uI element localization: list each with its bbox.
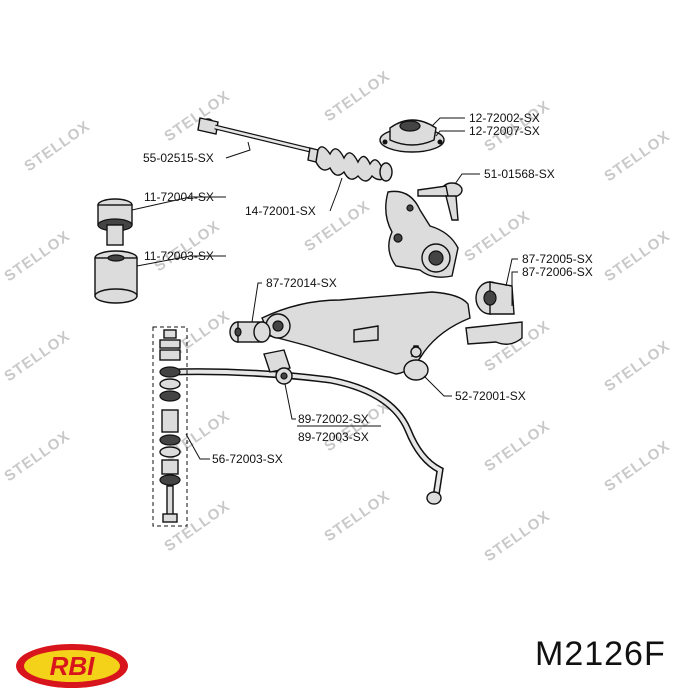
watermark-text: STELLOX [151, 218, 223, 276]
label-87-72014: 87-72014-SX [266, 276, 337, 290]
label-87-72006: 87-72006-SX [522, 265, 593, 279]
watermark-text: STELLOX [481, 418, 553, 476]
label-55-02515: 55-02515-SX [143, 151, 214, 165]
stabilizer-bar-part [168, 368, 444, 505]
watermark-text: STELLOX [321, 488, 393, 546]
label-11-72004: 11-72004-SX [144, 190, 214, 204]
strut-mount-part [379, 119, 445, 153]
tie-rod-end-part [417, 182, 463, 221]
stabilizer-bushing-part [263, 349, 293, 385]
label-11-72003: 11-72003-SX [144, 249, 214, 263]
watermark-text: STELLOX [21, 118, 93, 176]
watermark-text: STELLOX [1, 428, 73, 486]
watermark-text: STELLOX [1, 328, 73, 386]
label-12-72007: 12-72007-SX [469, 124, 540, 138]
lower-control-arm-part [261, 291, 471, 381]
product-code: M2126F [535, 635, 666, 673]
stabilizer-link-kit-part [152, 326, 188, 527]
label-87-72005: 87-72005-SX [522, 252, 593, 266]
watermark-text: STELLOX [601, 438, 673, 496]
steering-boot-part [307, 146, 393, 182]
leader-lines [131, 117, 518, 460]
watermark-text: STELLOX [601, 228, 673, 286]
watermark-text: STELLOX [481, 508, 553, 566]
watermark-text: STELLOX [601, 128, 673, 186]
watermark-text: STELLOX [601, 338, 673, 396]
engine-mount-part [94, 198, 138, 304]
watermark-text: STELLOX [321, 68, 393, 126]
label-12-72002: 12-72002-SX [469, 111, 540, 125]
label-89-72002: 89-72002-SX [298, 412, 369, 426]
label-14-72001: 14-72001-SX [245, 204, 316, 218]
rear-arm-bushing-part [465, 281, 523, 345]
watermark-text: STELLOX [161, 88, 233, 146]
watermark-text: STELLOX [1, 228, 73, 286]
rbi-logo-text: RBI [50, 651, 96, 681]
part-labels: 12-72002-SX 12-72007-SX 55-02515-SX 51-0… [143, 111, 593, 466]
tie-rod-part [197, 117, 311, 153]
steering-knuckle-part [385, 190, 459, 278]
label-56-72003: 56-72003-SX [212, 452, 283, 466]
label-89-72003: 89-72003-SX [298, 430, 369, 444]
label-51-01568: 51-01568-SX [484, 167, 555, 181]
rbi-logo: RBI [16, 644, 128, 688]
label-52-72001: 52-72001-SX [455, 389, 526, 403]
front-arm-bushing-part [229, 321, 271, 343]
